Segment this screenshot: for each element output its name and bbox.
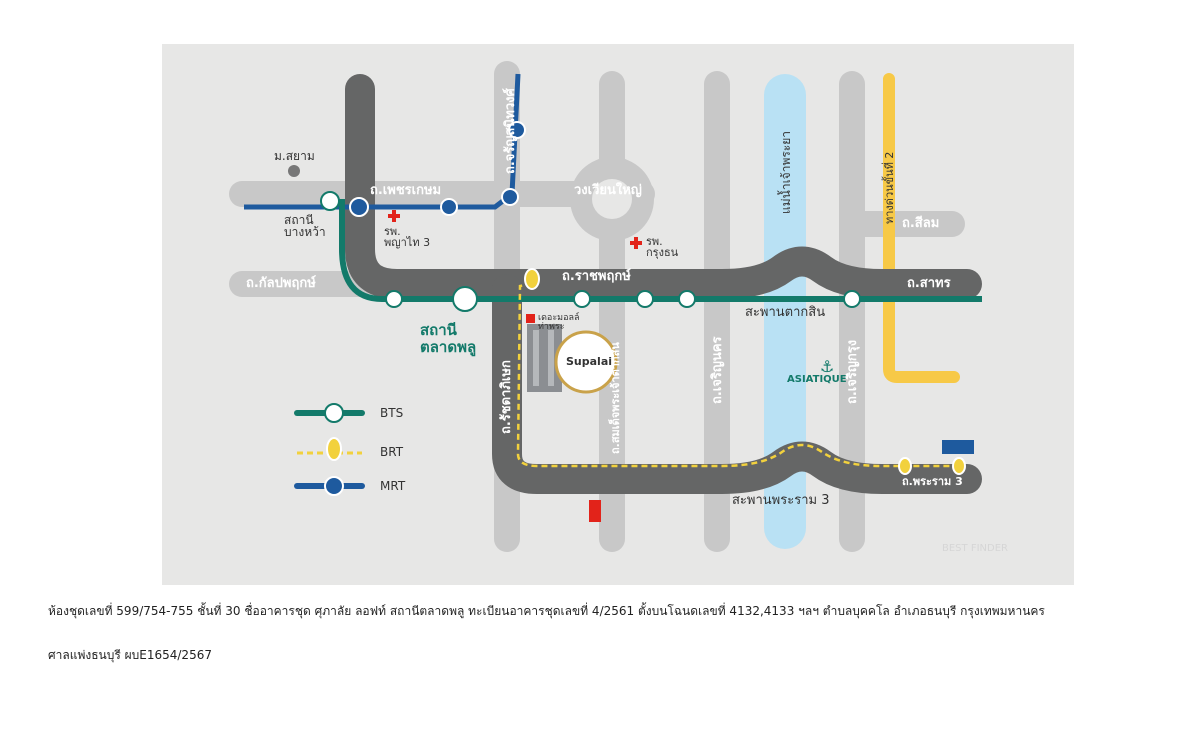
- krungthon-hospital-label: รพ. กรุงธน: [646, 235, 679, 259]
- road-rama3: ถ.พระราม 3: [902, 475, 963, 488]
- road-charoen-nakhon: ถ.เจริญนคร: [710, 336, 725, 405]
- road-phetkasem: ถ.เพชรเกษม: [370, 183, 442, 198]
- lotus-icon: [589, 500, 601, 522]
- legend-mrt-label: MRT: [380, 479, 406, 493]
- bts-stations: [320, 191, 861, 312]
- chao-phraya-river: [764, 74, 806, 549]
- the-mall-label: เดอะมอลล์ ท่าพระ: [538, 313, 580, 332]
- siam-university-dot: [288, 165, 300, 177]
- brt-stations: [524, 268, 966, 475]
- siam-university-label: ม.สยาม: [274, 149, 315, 163]
- road-silom: ถ.สีลม: [902, 216, 940, 231]
- road-kanlapaphruek: ถ.กัลปพฤกษ์: [246, 276, 316, 291]
- rama3-bridge-label: สะพานพระราม 3: [732, 493, 830, 508]
- taksin-bridge-label: สะพานตากสิน: [745, 305, 826, 320]
- road-sathon: ถ.สาทร: [907, 276, 951, 291]
- bang-wa-station-label: สถานี บางหว้า: [284, 213, 326, 239]
- road-ratchadaphisek: ถ.รัชดาภิเษก: [499, 360, 514, 434]
- legend-brt-label: BRT: [380, 445, 404, 459]
- bts-line: [339, 199, 982, 302]
- mrt-stations: [349, 121, 526, 217]
- map-legend: [294, 403, 365, 496]
- caption-line-1: ห้องชุดเลขที่ 599/754-755 ชั้นที่ 30 ชื่…: [48, 604, 1045, 618]
- phyathai3-hospital-label: รพ. พญาไท 3: [384, 225, 431, 249]
- location-map: ⚓ ถ.เพชรเกษม ถ.จรัญสนิทวงศ์ วงเวียนใหญ่ …: [162, 44, 1074, 585]
- road-wongwian-yai: วงเวียนใหญ่: [574, 183, 642, 198]
- road-charoen-krung: ถ.เจริญกรุง: [845, 339, 860, 404]
- talat-phlu-station-label: สถานี ตลาดพลู: [420, 321, 477, 357]
- watermark-text: BEST FINDER: [942, 543, 1008, 554]
- property-caption: ห้องชุดเลขที่ 599/754-755 ชั้นที่ 30 ชื่…: [48, 604, 1168, 662]
- minor-roads: [229, 61, 965, 552]
- road-ratchaphruek: ถ.ราชพฤกษ์: [562, 269, 631, 284]
- bigc-icon: [942, 440, 974, 454]
- brt-line: [516, 282, 962, 468]
- road-charansanitwong: ถ.จรัญสนิทวงศ์: [503, 88, 518, 174]
- supalai-building: [526, 314, 618, 394]
- legend-bts-label: BTS: [380, 406, 404, 420]
- map-canvas: ⚓: [229, 61, 982, 552]
- hospital-icons: [388, 210, 642, 249]
- anchor-icon: ⚓: [820, 357, 834, 376]
- caption-line-2: ศาลแพ่งธนบุรี ผบE1654/2567: [48, 648, 212, 662]
- chao-phraya-river-label: แม่น้ำเจ้าพระยา: [779, 130, 793, 214]
- expressway-2-label: ทางด่วนขั้นที่ 2: [883, 151, 896, 224]
- main-roads: [345, 74, 982, 494]
- asiatique-label: ASIATIQUE: [787, 374, 847, 385]
- expressway-2: [883, 73, 960, 383]
- supalai-logo-text: Supalai: [566, 355, 613, 368]
